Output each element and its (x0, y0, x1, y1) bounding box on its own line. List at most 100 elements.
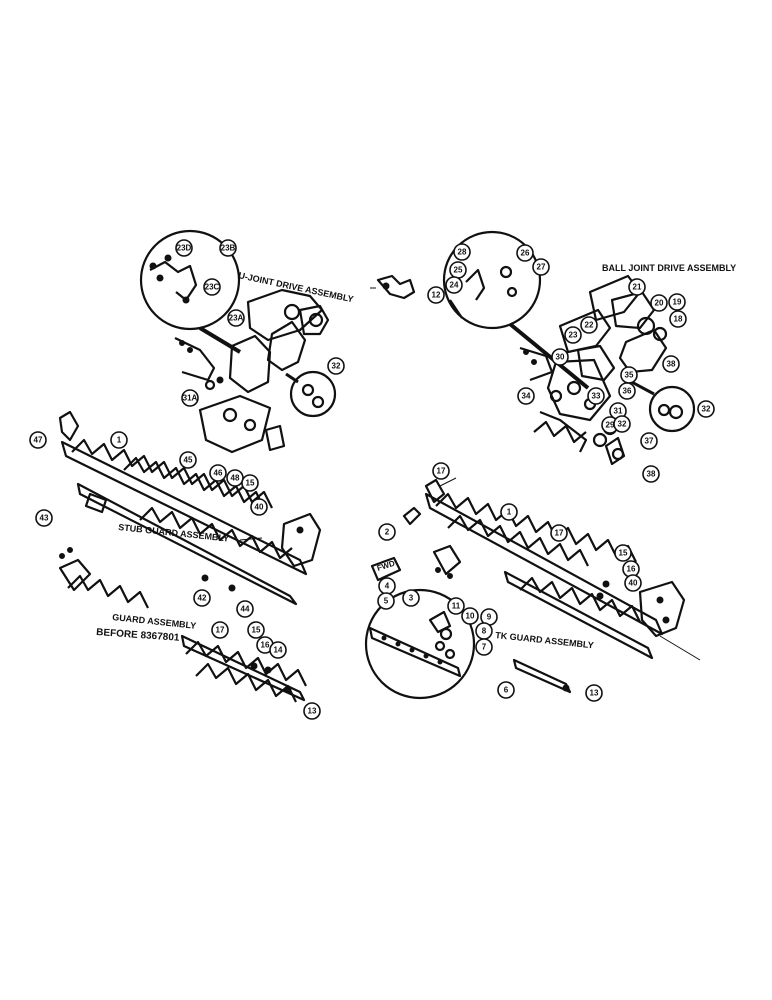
stub-knife-head (280, 512, 322, 568)
callout-35: 35 (620, 366, 638, 384)
callout-31: 31 (609, 402, 627, 420)
callout-43: 43 (35, 509, 53, 527)
ball-32-detail-circle (648, 385, 696, 433)
callout-15-left: 15 (241, 474, 259, 492)
svg-text:25: 25 (454, 266, 463, 275)
ball-detail-circle (442, 230, 542, 330)
callout-20: 20 (650, 294, 668, 312)
tk-guard-title: TK GUARD ASSEMBLY (495, 630, 594, 650)
ball-joint-arm (588, 274, 642, 322)
svg-text:17: 17 (216, 626, 225, 635)
svg-text:12: 12 (432, 291, 441, 300)
callout-11: 11 (447, 597, 465, 615)
svg-text:17: 17 (555, 529, 564, 538)
callout-46: 46 (209, 464, 227, 482)
svg-text:17: 17 (437, 467, 446, 476)
svg-text:40: 40 (629, 579, 638, 588)
ujoint-drive-assembly (139, 229, 337, 454)
svg-text:6: 6 (504, 686, 509, 695)
callout-1-left: 1 (110, 431, 128, 449)
svg-text:43: 43 (40, 514, 49, 523)
tk-guard-assembly (364, 477, 701, 700)
svg-text:21: 21 (633, 283, 642, 292)
tk-lower-guards (519, 576, 641, 623)
old-knife-sections (185, 640, 307, 687)
svg-text:3: 3 (409, 594, 414, 603)
svg-text:15: 15 (246, 479, 255, 488)
svg-text:33: 33 (592, 392, 601, 401)
svg-text:23C: 23C (205, 283, 220, 292)
stub-knife-sections (71, 438, 273, 509)
callout-40-right: 40 (624, 574, 642, 592)
stub-wear-plate (76, 482, 298, 606)
ball-joint-cover (618, 328, 668, 374)
svg-text:48: 48 (231, 474, 240, 483)
svg-text:23D: 23D (177, 244, 192, 253)
callout-23d: 23D (175, 239, 193, 257)
svg-text:32: 32 (332, 362, 341, 371)
old-guards (195, 662, 297, 703)
tk-detail-circle (364, 588, 476, 700)
svg-text:34: 34 (522, 392, 531, 401)
svg-text:22: 22 (585, 321, 594, 330)
guard-assembly-serial: BEFORE 8367801 (96, 627, 180, 644)
stub-cutterbar (60, 440, 308, 576)
callout-18: 18 (669, 310, 687, 328)
callout-34: 34 (517, 387, 535, 405)
tk-item-6-bar (512, 658, 572, 694)
callout-13-left: 13 (303, 702, 321, 720)
svg-text:38: 38 (667, 360, 676, 369)
ujoint-bracket (228, 334, 272, 394)
fwd-label: FWD (376, 559, 396, 573)
callout-45: 45 (179, 451, 197, 469)
svg-text:47: 47 (34, 436, 43, 445)
svg-text:11: 11 (452, 602, 461, 611)
svg-text:2: 2 (385, 528, 390, 537)
callout-13-right: 13 (585, 684, 603, 702)
ball-joint-mount (546, 358, 612, 422)
callout-15-lower-left: 15 (247, 621, 265, 639)
svg-text:23: 23 (569, 331, 578, 340)
callout-17-right-top: 17 (432, 462, 450, 480)
callout-38-bottom: 38 (642, 465, 660, 483)
callout-10: 10 (461, 607, 479, 625)
callout-1-right: 1 (500, 503, 518, 521)
svg-text:46: 46 (214, 469, 223, 478)
callout-32-right: 32 (613, 415, 631, 433)
callout-16-left: 16 (256, 636, 274, 654)
svg-text:8: 8 (482, 627, 487, 636)
ujoint-detail-circle (139, 229, 241, 331)
svg-text:23B: 23B (221, 244, 236, 253)
svg-text:1: 1 (507, 508, 512, 517)
callout-7: 7 (475, 638, 493, 656)
callout-25: 25 (449, 261, 467, 279)
callout-32-right-circle: 32 (697, 400, 715, 418)
svg-text:15: 15 (619, 549, 628, 558)
callout-24: 24 (445, 276, 463, 294)
ball-inset-part (376, 274, 416, 300)
callout-15-right: 15 (614, 544, 632, 562)
ujoint-cover (266, 320, 307, 372)
callout-40-left: 40 (250, 498, 268, 516)
ujoint-flange (298, 304, 330, 336)
svg-text:29: 29 (606, 421, 615, 430)
callout-33: 33 (587, 387, 605, 405)
callout-27: 27 (532, 258, 550, 276)
stub-guard-assembly (58, 410, 322, 606)
svg-text:35: 35 (625, 371, 634, 380)
ujoint-32-detail-circle (289, 370, 337, 418)
svg-text:44: 44 (241, 605, 250, 614)
svg-text:31A: 31A (183, 394, 198, 403)
callout-6: 6 (497, 681, 515, 699)
svg-text:16: 16 (261, 641, 270, 650)
callout-38-top: 38 (662, 355, 680, 373)
svg-text:36: 36 (623, 387, 632, 396)
stub-lower-guards (139, 506, 293, 560)
callout-2: 2 (378, 523, 396, 541)
callout-44: 44 (236, 600, 254, 618)
svg-text:40: 40 (255, 503, 264, 512)
svg-text:38: 38 (647, 470, 656, 479)
tk-wear-plate (503, 570, 654, 660)
ball-joint-socket (558, 308, 612, 354)
